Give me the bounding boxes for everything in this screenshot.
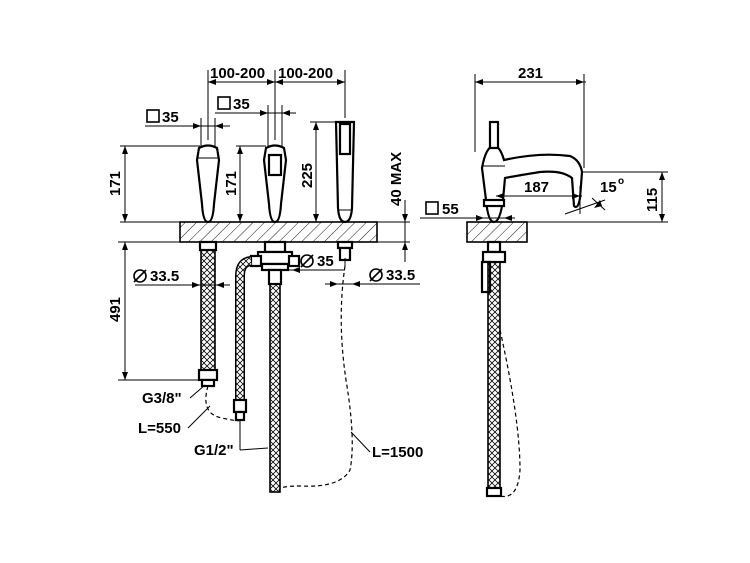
dim-spout-reach: 187 (524, 179, 549, 196)
diameter-symbol (133, 269, 147, 283)
front-view: 100-200 100-200 35 35 171 171 (107, 65, 423, 493)
hose-loop-1 (205, 385, 241, 422)
dim-deck-max: 40 MAX (388, 152, 405, 206)
dim-depth: 491 (107, 297, 124, 322)
dim-square-left: 35 (162, 109, 179, 126)
square-symbol (425, 201, 439, 215)
square-symbol (217, 96, 231, 110)
hose-loop-2 (278, 265, 353, 493)
dim-spout-angle: 15 (600, 179, 617, 196)
middle-hose (269, 283, 281, 493)
dim-dia-mid: 35 (317, 253, 334, 270)
label-hose-short: L=550 (138, 420, 181, 437)
dim-square-side: 55 (442, 201, 459, 218)
middle-diverter (232, 144, 301, 493)
hand-shower (334, 120, 356, 266)
dim-spacing-left: 100-200 (210, 65, 265, 82)
angle-degree-mark: o (618, 176, 624, 187)
dim-side-width: 231 (518, 65, 543, 82)
label-thread-small: G3/8" (142, 390, 182, 407)
left-valve (195, 144, 221, 388)
side-deck-slab (466, 221, 528, 243)
square-symbol (146, 109, 160, 123)
side-view: 231 187 15 o 115 55 (420, 65, 668, 498)
dim-square-mid: 35 (233, 96, 250, 113)
dim-dia-right: 33.5 (386, 267, 415, 284)
label-hose-long: L=1500 (372, 444, 423, 461)
label-thread-large: G1/2" (194, 442, 234, 459)
dim-spacing-right: 100-200 (278, 65, 333, 82)
left-hose (200, 249, 216, 377)
dim-height-mid: 171 (223, 171, 240, 196)
deck-slab (179, 221, 378, 243)
dim-height-shower: 225 (299, 163, 316, 188)
side-spout (480, 144, 584, 224)
side-hose-loop (499, 329, 521, 498)
diameter-symbol (300, 254, 314, 268)
dim-height-left: 171 (107, 171, 124, 196)
dim-side-height: 115 (644, 188, 661, 212)
side-hose (487, 261, 501, 491)
diameter-symbol (369, 268, 383, 282)
dim-dia-left: 33.5 (150, 268, 179, 285)
